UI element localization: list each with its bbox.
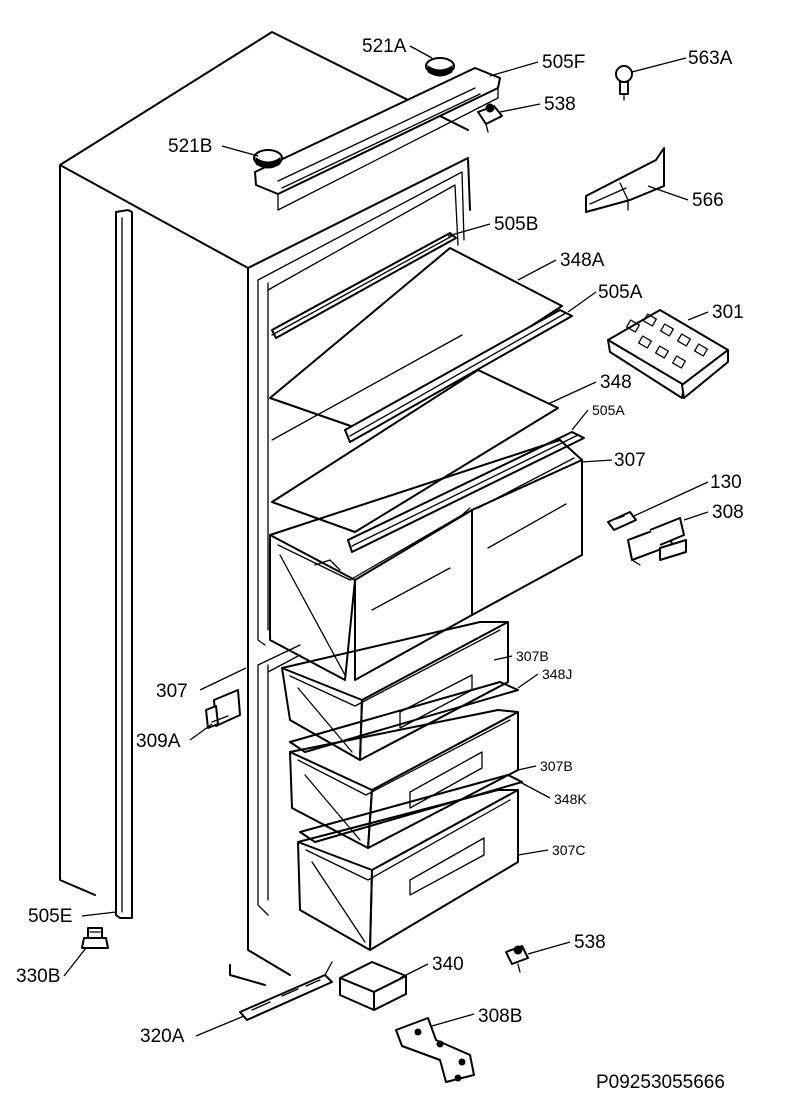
thermostat-knob-563a <box>615 65 633 101</box>
label-505a-upper: 505A <box>598 282 643 303</box>
label-308b: 308B <box>478 1006 522 1027</box>
label-505a-lower: 505A <box>592 402 625 418</box>
cold-accumulator-340 <box>339 961 407 1011</box>
handle-bracket-566 <box>585 147 665 213</box>
label-307-left: 307 <box>156 681 188 702</box>
ice-tray-301 <box>607 309 729 399</box>
label-505f: 505F <box>542 52 585 73</box>
label-538-bottom: 538 <box>574 932 606 953</box>
strip-505a-upper <box>344 309 573 443</box>
strip-505b <box>271 232 457 339</box>
door-gasket-505e <box>115 209 133 919</box>
glass-348j <box>289 681 519 753</box>
glass-shelf-348a <box>269 247 563 433</box>
label-566: 566 <box>692 190 724 211</box>
label-330b: 330B <box>16 966 60 987</box>
leader-lines <box>63 45 709 1037</box>
label-521b: 521B <box>168 136 212 157</box>
label-308: 308 <box>712 502 744 523</box>
bottom-hinge-308b <box>395 1017 475 1083</box>
glass-shelf-348 <box>271 334 559 533</box>
label-301: 301 <box>712 302 744 323</box>
label-505b: 505B <box>494 214 538 235</box>
adjustable-foot-330b <box>81 927 109 949</box>
hinge-pin-538-top <box>477 103 503 133</box>
label-340: 340 <box>432 954 464 975</box>
drawing-reference-code: P09253055666 <box>596 1072 725 1093</box>
hinge-cap-521a <box>425 57 455 77</box>
cabinet-body <box>59 31 471 986</box>
label-348a: 348A <box>560 250 605 271</box>
label-307c: 307C <box>552 842 585 858</box>
freezer-drawer-307c <box>297 789 519 951</box>
divider-309a <box>205 689 241 729</box>
freezer-drawer-307b-middle <box>289 709 519 849</box>
label-563a: 563A <box>688 48 733 69</box>
hinge-bracket-308 <box>627 517 687 566</box>
part-labels: 521A 505F 563A 538 521B 566 505B 348A 50… <box>16 36 744 1047</box>
crisper-drawers-307 <box>269 439 583 681</box>
top-cover-rail-505f <box>254 67 501 211</box>
label-348k: 348K <box>554 791 587 807</box>
label-348: 348 <box>600 372 632 393</box>
hinge-pin-538-bottom <box>505 945 529 973</box>
clip-130 <box>607 511 637 531</box>
label-307b-middle: 307B <box>540 758 573 774</box>
label-309a: 309A <box>136 731 181 752</box>
freezer-drawer-307b-upper <box>281 621 509 761</box>
label-521a: 521A <box>362 36 407 57</box>
strip-505a-lower <box>347 431 585 553</box>
label-130: 130 <box>710 472 742 493</box>
label-505e: 505E <box>28 906 72 927</box>
label-348j: 348J <box>542 666 572 682</box>
label-307-right: 307 <box>614 450 646 471</box>
label-320a: 320A <box>140 1026 185 1047</box>
plinth-bracket-320a <box>239 961 333 1021</box>
hinge-cap-521b <box>253 149 283 169</box>
label-307b-upper: 307B <box>516 648 549 664</box>
label-538-top: 538 <box>544 94 576 115</box>
